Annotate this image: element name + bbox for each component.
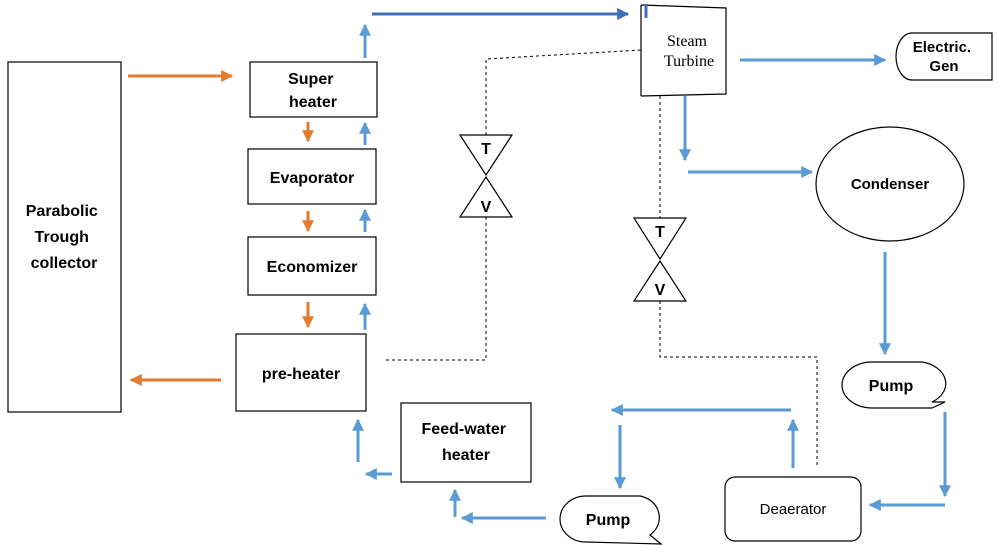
valve-left: T V	[458, 134, 514, 218]
pump-upper-label: Pump	[869, 378, 914, 395]
turbine-label-line2: Turbine	[664, 53, 714, 70]
superheater-label-line2: heater	[289, 94, 337, 111]
main-steam-line	[372, 4, 648, 20]
collector-label-line2: Trough	[35, 229, 89, 246]
svg-text:Feed-water heater: Feed-water heater	[422, 421, 511, 464]
generator-label-line2: Gen	[929, 58, 958, 75]
turbine-shape-hidden	[641, 5, 726, 96]
superheater-box: Super heater	[249, 61, 378, 118]
turbine-label-line1: Steam	[667, 33, 708, 50]
economizer-box: Economizer	[247, 236, 377, 296]
feedwater-heater-label-line2: heater	[442, 447, 490, 464]
pump-lower-label: Pump	[586, 512, 631, 529]
htf-arrows	[128, 70, 314, 386]
valve-right: T V	[632, 217, 688, 302]
steam-turbine: Steam Turbine	[640, 4, 727, 97]
pump-upper: Pump	[841, 361, 947, 409]
dashed-valve-left-to-preheater	[385, 217, 487, 361]
dashed-turbine-to-valve-left	[485, 49, 642, 135]
extraction-dashed-lines	[385, 49, 818, 467]
valve-left-top-label: T	[481, 141, 491, 158]
preheater-box: pre-heater	[235, 333, 367, 412]
svg-text:Steam Turbine: Steam Turbine	[664, 33, 714, 70]
condenser-label: Condenser	[851, 176, 930, 193]
deaerator-label: Deaerator	[760, 501, 827, 518]
valve-right-bottom-label: V	[655, 282, 666, 299]
svg-text:Parabolic Trough c: Parabolic Trough collector	[26, 203, 102, 272]
pump-lower: Pump	[559, 495, 663, 545]
evaporator-label: Evaporator	[270, 170, 354, 187]
svg-text:Super heater: Super heater	[288, 71, 338, 111]
feedwater-heater-label-line1: Feed-water	[422, 421, 506, 438]
economizer-label: Economizer	[267, 259, 358, 276]
valve-right-top-label: T	[655, 224, 665, 241]
electric-generator: Electric. Gen	[895, 32, 993, 81]
water-steam-arrows	[352, 23, 951, 524]
svg-text:Electric. Gen: Electric. Gen	[913, 39, 976, 75]
collector-label-line3: collector	[31, 255, 98, 272]
parabolic-trough-collector: Parabolic Trough collector	[7, 61, 122, 413]
condenser: Condenser	[815, 126, 965, 242]
feedwater-heater-box: Feed-water heater	[400, 402, 532, 483]
collector-label-line1: Parabolic	[26, 203, 98, 220]
dashed-valve-right-to-deaerator	[659, 301, 818, 467]
preheater-label: pre-heater	[262, 366, 340, 383]
superheater-label-line1: Super	[288, 71, 333, 88]
evaporator-box: Evaporator	[247, 148, 377, 205]
deaerator: Deaerator	[724, 476, 862, 542]
valve-left-bottom-label: V	[481, 199, 492, 216]
generator-label-line1: Electric.	[913, 39, 971, 56]
